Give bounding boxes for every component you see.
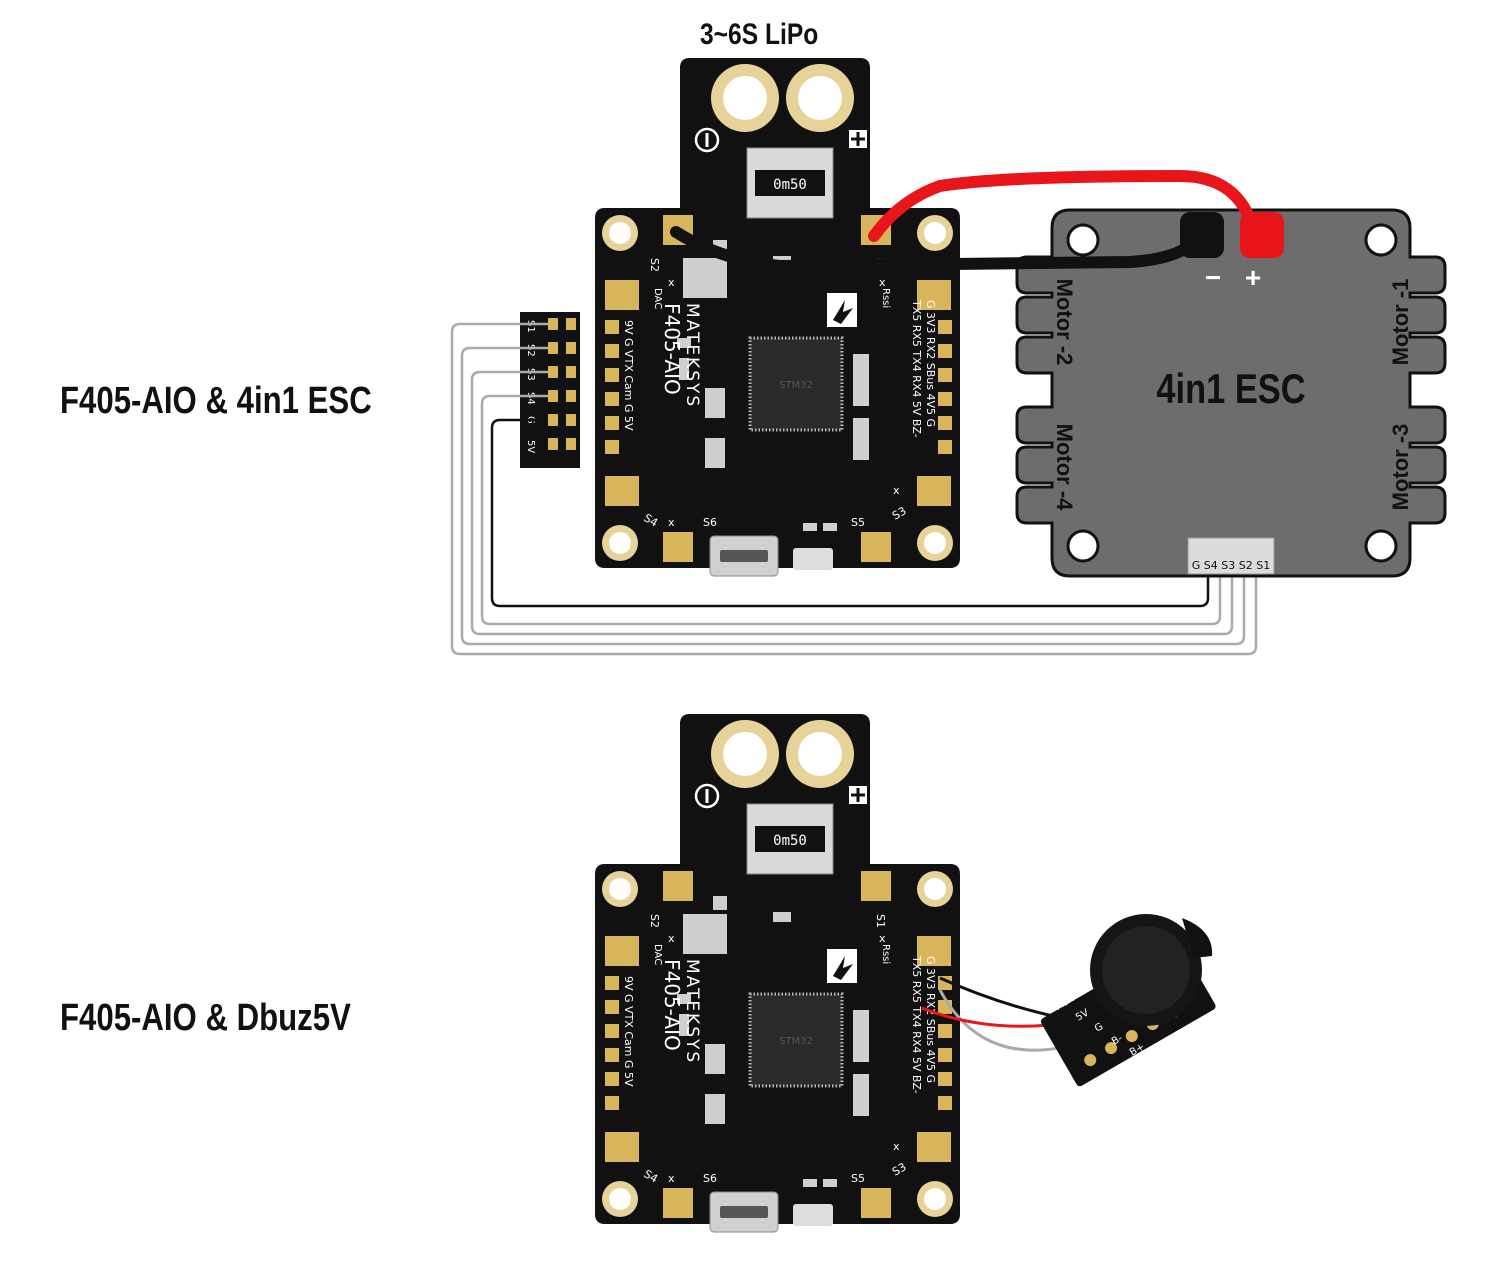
flight-controller-board-1 [593,56,962,578]
svg-text:S4: S4 [525,392,536,405]
buzzer-module: Aux 5V G B- B+ [1040,914,1216,1087]
motor-1-label: Motor -1 [1388,279,1413,366]
esc-minus-label: − [1205,262,1221,293]
signal-wires [450,322,1258,656]
esc-positive-pad [1240,212,1284,258]
esc-connector-header: S1 S2 S3 S4 G 5V [520,312,580,468]
svg-text:5V: 5V [525,440,536,453]
esc-plus-label: + [1245,262,1261,293]
section-title-esc: F405-AIO & 4in1 ESC [60,380,372,422]
svg-text:S1: S1 [525,320,536,333]
motor-2-label: Motor -2 [1052,279,1077,366]
svg-text:S2: S2 [525,344,536,357]
motor-3-label: Motor -3 [1388,424,1413,511]
flight-controller-board-2 [593,712,962,1234]
svg-text:S3: S3 [525,368,536,381]
red-power-wire [868,169,1260,242]
battery-label: 3~6S LiPo [700,18,819,51]
esc-negative-pad [1180,212,1224,258]
esc-signal-pins: G S4 S3 S2 S1 [1192,559,1270,572]
ground-wire [490,418,1210,608]
motor-4-label: Motor -4 [1052,424,1077,512]
section-title-buzzer: F405-AIO & Dbuz5V [60,997,351,1039]
esc-title: 4in1 ESC [1156,366,1305,413]
esc-board: G S4 S3 S2 S1 4in1 ESC Motor -1 Motor -3… [1015,208,1447,578]
